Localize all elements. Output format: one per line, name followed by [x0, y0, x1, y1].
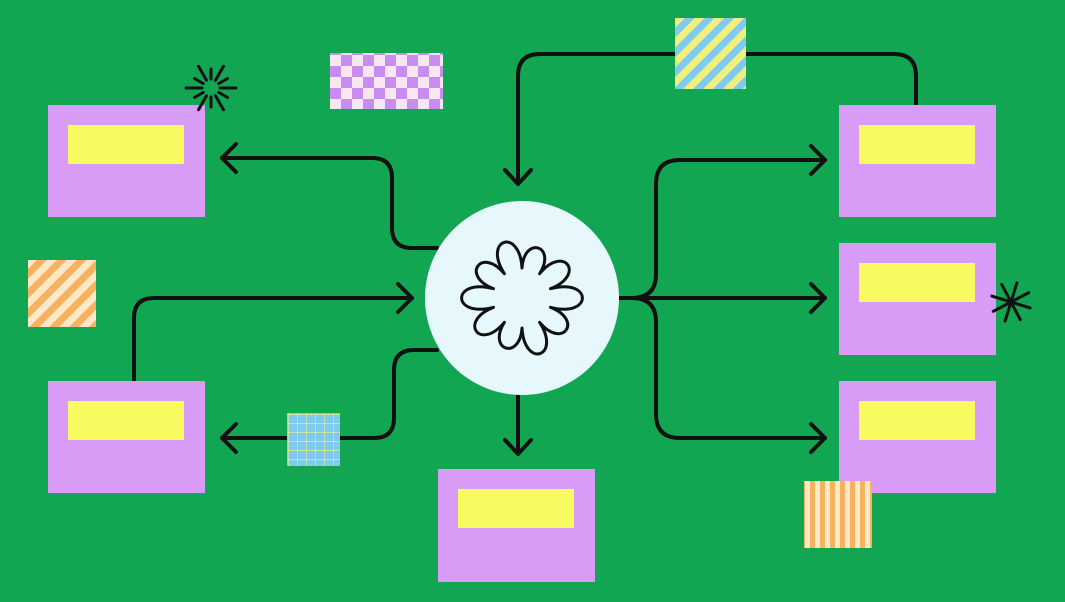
arrowhead-bottom-left: [220, 422, 238, 454]
card-label-bar: [458, 489, 574, 528]
diagonal-stripe-swatch-blue: [675, 18, 746, 89]
connectors: [132, 52, 918, 456]
arrowhead-top-right: [809, 144, 827, 176]
sparkle-icon: [184, 64, 238, 112]
card-mid-right[interactable]: [839, 243, 996, 355]
diagonal-stripe-swatch-orange: [28, 260, 96, 327]
card-label-bar: [859, 401, 975, 440]
flower-icon: [460, 240, 584, 356]
arrowhead-bottom-right: [809, 422, 827, 454]
arrowhead-top-feedback: [503, 168, 533, 186]
sparkle-ray: [214, 94, 225, 112]
card-label-bar: [859, 125, 975, 164]
card-label-bar: [68, 401, 184, 440]
sparkle-ray: [197, 94, 208, 112]
arrowhead-mid-right: [809, 282, 827, 314]
arrowhead-top-left: [220, 142, 238, 174]
connector-bottom-left: [220, 348, 439, 440]
card-bottom-right[interactable]: [839, 381, 996, 493]
arrowhead-bottom-center: [503, 438, 533, 456]
connector-mid-left: [132, 296, 414, 382]
connector-bottom-right: [630, 296, 827, 440]
sparkle-ray: [197, 64, 208, 82]
checker-swatch: [330, 53, 443, 109]
asterisk-icon: [990, 281, 1032, 323]
card-label-bar: [859, 263, 975, 302]
sparkle-ray: [214, 64, 225, 82]
asterisk-ray: [991, 291, 1031, 313]
card-bottom-center[interactable]: [438, 469, 595, 582]
card-top-right[interactable]: [839, 105, 996, 217]
sparkle-ray: [217, 77, 229, 85]
hub-node[interactable]: [425, 201, 619, 395]
sparkle-ray: [193, 91, 205, 99]
card-label-bar: [68, 125, 184, 164]
card-top-left[interactable]: [48, 105, 205, 217]
sparkle-ray: [193, 77, 205, 85]
arrowhead-mid-left: [396, 282, 414, 314]
sparkle-ray: [217, 91, 229, 99]
connector-top-left: [220, 156, 439, 250]
card-mid-left[interactable]: [48, 381, 205, 493]
vertical-stripe-swatch: [804, 481, 872, 548]
grid-swatch: [287, 413, 340, 466]
